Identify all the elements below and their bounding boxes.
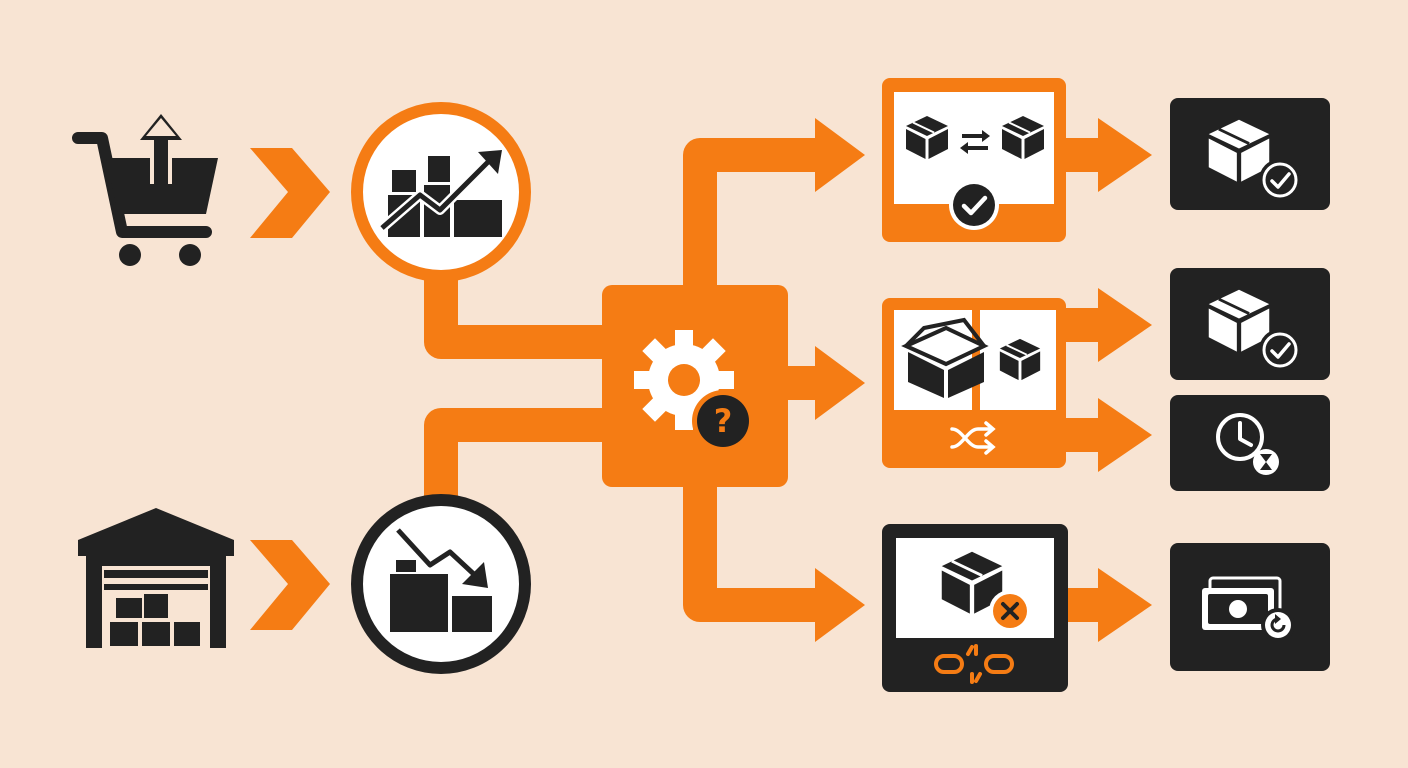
demand-increase-node: [351, 102, 531, 282]
arrowhead: [815, 346, 865, 420]
check-badge-icon: [949, 180, 999, 230]
chevron-right-icon: [250, 540, 330, 630]
outcome-tile-delivered: [1170, 98, 1330, 210]
arrowhead: [815, 568, 865, 642]
warehouse-icon: [78, 508, 234, 648]
box-cancel-icon: [940, 550, 1031, 632]
shuffle-icon: [950, 421, 996, 455]
arrowhead: [815, 118, 865, 192]
arrowhead: [1098, 568, 1152, 642]
branch-panel-cancel: [882, 524, 1068, 692]
outcome-tile-delivered-partial: [1170, 268, 1330, 380]
branch-panel-exchange: [882, 78, 1066, 242]
decision-hub: ?: [602, 285, 788, 487]
arrowhead: [1098, 288, 1152, 362]
arrowhead: [1098, 398, 1152, 472]
money-refund-icon: [1202, 576, 1295, 642]
broken-link-icon: [934, 644, 1014, 684]
split-box-icon: [901, 317, 1042, 398]
branch-panel-split: [882, 298, 1066, 468]
inventory-decrease-chart-icon: [390, 526, 492, 632]
box-exchange-icon: [905, 115, 1045, 160]
demand-increase-chart-icon: [378, 150, 502, 237]
package-check-icon: [1207, 118, 1301, 201]
arrowheads: [815, 118, 1152, 642]
package-check-icon: [1207, 288, 1301, 371]
connector-lines: [424, 138, 1100, 622]
chevron-right-icon: [250, 148, 330, 238]
clock-hourglass-icon: [1216, 413, 1279, 475]
gear-question-icon: ?: [634, 330, 754, 452]
outcome-tile-refund: [1170, 543, 1330, 671]
shopping-cart-upload-icon: [72, 114, 218, 266]
arrowhead: [1098, 118, 1152, 192]
outcome-tile-delayed: [1170, 395, 1330, 491]
inventory-decrease-node: [351, 494, 531, 674]
svg-text:?: ?: [714, 402, 733, 440]
